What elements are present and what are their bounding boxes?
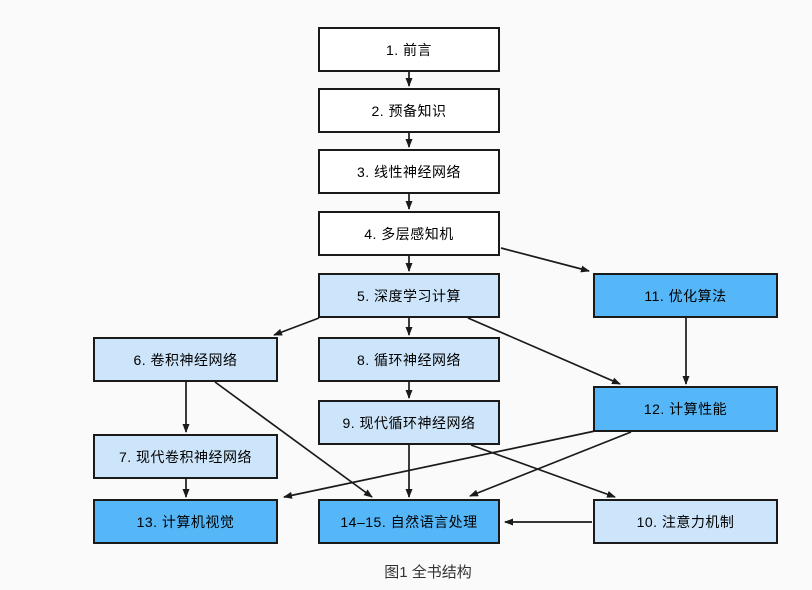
node-9-modern-rnn: 9. 现代循环神经网络	[318, 400, 500, 445]
node-14-15-nlp: 14–15. 自然语言处理	[318, 499, 500, 544]
node-label: 6. 卷积神经网络	[133, 351, 238, 368]
edge-6-14-15	[214, 381, 373, 498]
node-2-preliminaries: 2. 预备知识	[318, 88, 500, 133]
node-label: 4. 多层感知机	[364, 225, 454, 242]
node-10-attention: 10. 注意力机制	[593, 499, 778, 544]
node-label: 3. 线性神经网络	[356, 163, 462, 180]
node-label: 13. 计算机视觉	[136, 513, 235, 530]
edge-12-13	[283, 430, 596, 499]
edge-5-6	[273, 317, 320, 336]
node-label: 1. 前言	[385, 41, 433, 58]
node-5-dl-computation: 5. 深度学习计算	[318, 273, 500, 318]
node-label: 7. 现代卷积神经网络	[118, 448, 253, 465]
node-6-cnn: 6. 卷积神经网络	[93, 337, 278, 382]
node-label: 8. 循环神经网络	[356, 351, 462, 368]
node-label: 9. 现代循环神经网络	[342, 414, 476, 431]
edge-5-12	[467, 317, 621, 385]
edge-4-11	[500, 247, 590, 273]
node-label: 11. 优化算法	[644, 287, 727, 304]
node-11-optimization: 11. 优化算法	[593, 273, 778, 318]
node-8-rnn: 8. 循环神经网络	[318, 337, 500, 382]
node-7-modern-cnn: 7. 现代卷积神经网络	[93, 434, 278, 479]
node-3-linear-nn: 3. 线性神经网络	[318, 149, 500, 194]
figure-caption: 图1 全书结构	[384, 564, 472, 581]
node-label: 2. 预备知识	[371, 102, 447, 119]
node-label: 5. 深度学习计算	[356, 287, 462, 304]
node-13-cv: 13. 计算机视觉	[93, 499, 278, 544]
node-12-performance: 12. 计算性能	[593, 386, 778, 432]
node-label: 12. 计算性能	[643, 401, 728, 417]
node-1-preface: 1. 前言	[318, 27, 500, 72]
node-label: 14–15. 自然语言处理	[340, 513, 478, 530]
edge-12-14-15	[469, 431, 632, 497]
node-4-mlp: 4. 多层感知机	[318, 211, 500, 256]
node-label: 10. 注意力机制	[636, 513, 735, 530]
edge-9-10	[470, 444, 616, 498]
